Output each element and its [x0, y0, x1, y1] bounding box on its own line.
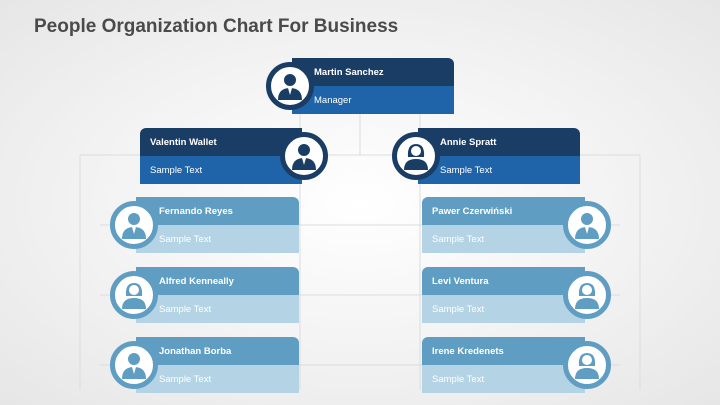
- manager-role: Manager: [292, 86, 454, 114]
- pawer-czerwinski-card: Pawer Czerwiński Sample Text: [422, 197, 611, 253]
- annie-spratt-name: Annie Spratt: [418, 128, 580, 156]
- female-person-icon: [563, 341, 611, 389]
- manager-card: Martin Sanchez Manager: [266, 58, 454, 114]
- pawer-czerwinski-text: Sample Text: [422, 225, 585, 253]
- male-person-icon: [110, 201, 158, 249]
- fernando-reyes-name: Fernando Reyes: [136, 197, 299, 225]
- female-person-icon: [392, 132, 440, 180]
- jonathan-borba-text: Sample Text: [136, 365, 299, 393]
- valentin-wallet-name: Valentin Wallet: [140, 128, 302, 156]
- valentin-wallet-card: Valentin Wallet Sample Text: [140, 128, 328, 184]
- page-title: People Organization Chart For Business: [34, 16, 399, 37]
- male-person-icon: [110, 341, 158, 389]
- levi-ventura-card: Levi Ventura Sample Text: [422, 267, 611, 323]
- fernando-reyes-card: Fernando Reyes Sample Text: [110, 197, 299, 253]
- valentin-wallet-text: Sample Text: [140, 156, 302, 184]
- jonathan-borba-name: Jonathan Borba: [136, 337, 299, 365]
- irene-kredenets-card: Irene Kredenets Sample Text: [422, 337, 611, 393]
- irene-kredenets-name: Irene Kredenets: [422, 337, 585, 365]
- female-person-icon: [563, 271, 611, 319]
- fernando-reyes-text: Sample Text: [136, 225, 299, 253]
- alfred-kenneally-card: Alfred Kenneally Sample Text: [110, 267, 299, 323]
- female-person-icon: [110, 271, 158, 319]
- manager-name: Martin Sanchez: [292, 58, 454, 86]
- alfred-kenneally-name: Alfred Kenneally: [136, 267, 299, 295]
- pawer-czerwinski-name: Pawer Czerwiński: [422, 197, 585, 225]
- alfred-kenneally-text: Sample Text: [136, 295, 299, 323]
- jonathan-borba-card: Jonathan Borba Sample Text: [110, 337, 299, 393]
- male-person-icon: [563, 201, 611, 249]
- irene-kredenets-text: Sample Text: [422, 365, 585, 393]
- annie-spratt-card: Annie Spratt Sample Text: [392, 128, 580, 184]
- levi-ventura-name: Levi Ventura: [422, 267, 585, 295]
- levi-ventura-text: Sample Text: [422, 295, 585, 323]
- annie-spratt-text: Sample Text: [418, 156, 580, 184]
- male-person-icon: [280, 132, 328, 180]
- male-person-icon: [266, 62, 314, 110]
